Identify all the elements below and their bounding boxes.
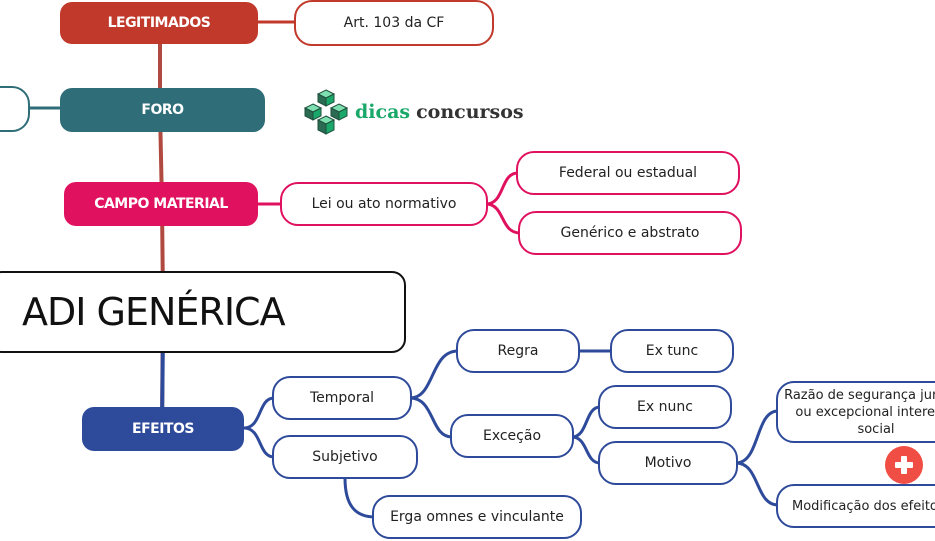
link-ex-nunc	[571, 405, 601, 439]
central-topic[interactable]: ADI GENÉRICA	[0, 271, 406, 353]
expand-button[interactable]	[885, 446, 923, 484]
node-ex-tunc[interactable]: Ex tunc	[610, 329, 734, 373]
node-generico-e-abstrato[interactable]: Genérico e abstrato	[518, 211, 742, 255]
link-subjetivo	[243, 426, 275, 459]
branch-campo-material[interactable]: CAMPO MATERIAL	[64, 182, 258, 226]
node-modificacao-efeitos[interactable]: Modificação dos efeitos	[776, 484, 935, 528]
dicas-concursos-logo: dicas concursos	[303, 88, 524, 136]
link-motivo	[571, 435, 601, 465]
cube-cluster-icon	[303, 89, 349, 135]
node-art-103[interactable]: Art. 103 da CF	[294, 0, 494, 46]
logo-word-concursos: concursos	[416, 101, 524, 123]
link-campo-2	[485, 202, 521, 235]
node-federal-ou-estadual[interactable]: Federal ou estadual	[516, 151, 740, 195]
branch-legitimados[interactable]: LEGITIMADOS	[60, 2, 258, 44]
branch-efeitos[interactable]: EFEITOS	[82, 407, 244, 451]
branch-foro[interactable]: FORO	[60, 88, 265, 132]
plus-icon	[895, 456, 913, 474]
link-motivo-1	[735, 409, 779, 465]
node-temporal[interactable]: Temporal	[272, 376, 412, 420]
node-ex-nunc[interactable]: Ex nunc	[598, 385, 732, 429]
node-erga-omnes[interactable]: Erga omnes e vinculante	[372, 495, 582, 539]
link-excecao	[409, 396, 453, 439]
node-foro-child[interactable]	[0, 86, 30, 132]
link-temporal	[243, 396, 275, 430]
link-motivo-2	[735, 461, 779, 507]
node-razao-seguranca[interactable]: Razão de segurança jurídica ou excepcion…	[776, 381, 935, 443]
node-regra[interactable]: Regra	[456, 329, 580, 373]
node-subjetivo[interactable]: Subjetivo	[272, 435, 418, 479]
link-regra	[409, 349, 459, 400]
node-motivo[interactable]: Motivo	[598, 441, 738, 485]
node-lei-ou-ato[interactable]: Lei ou ato normativo	[280, 182, 488, 226]
logo-word-dicas: dicas	[355, 101, 411, 123]
node-excecao[interactable]: Exceção	[450, 414, 574, 458]
link-erga	[343, 477, 376, 519]
link-campo-1	[485, 171, 519, 206]
